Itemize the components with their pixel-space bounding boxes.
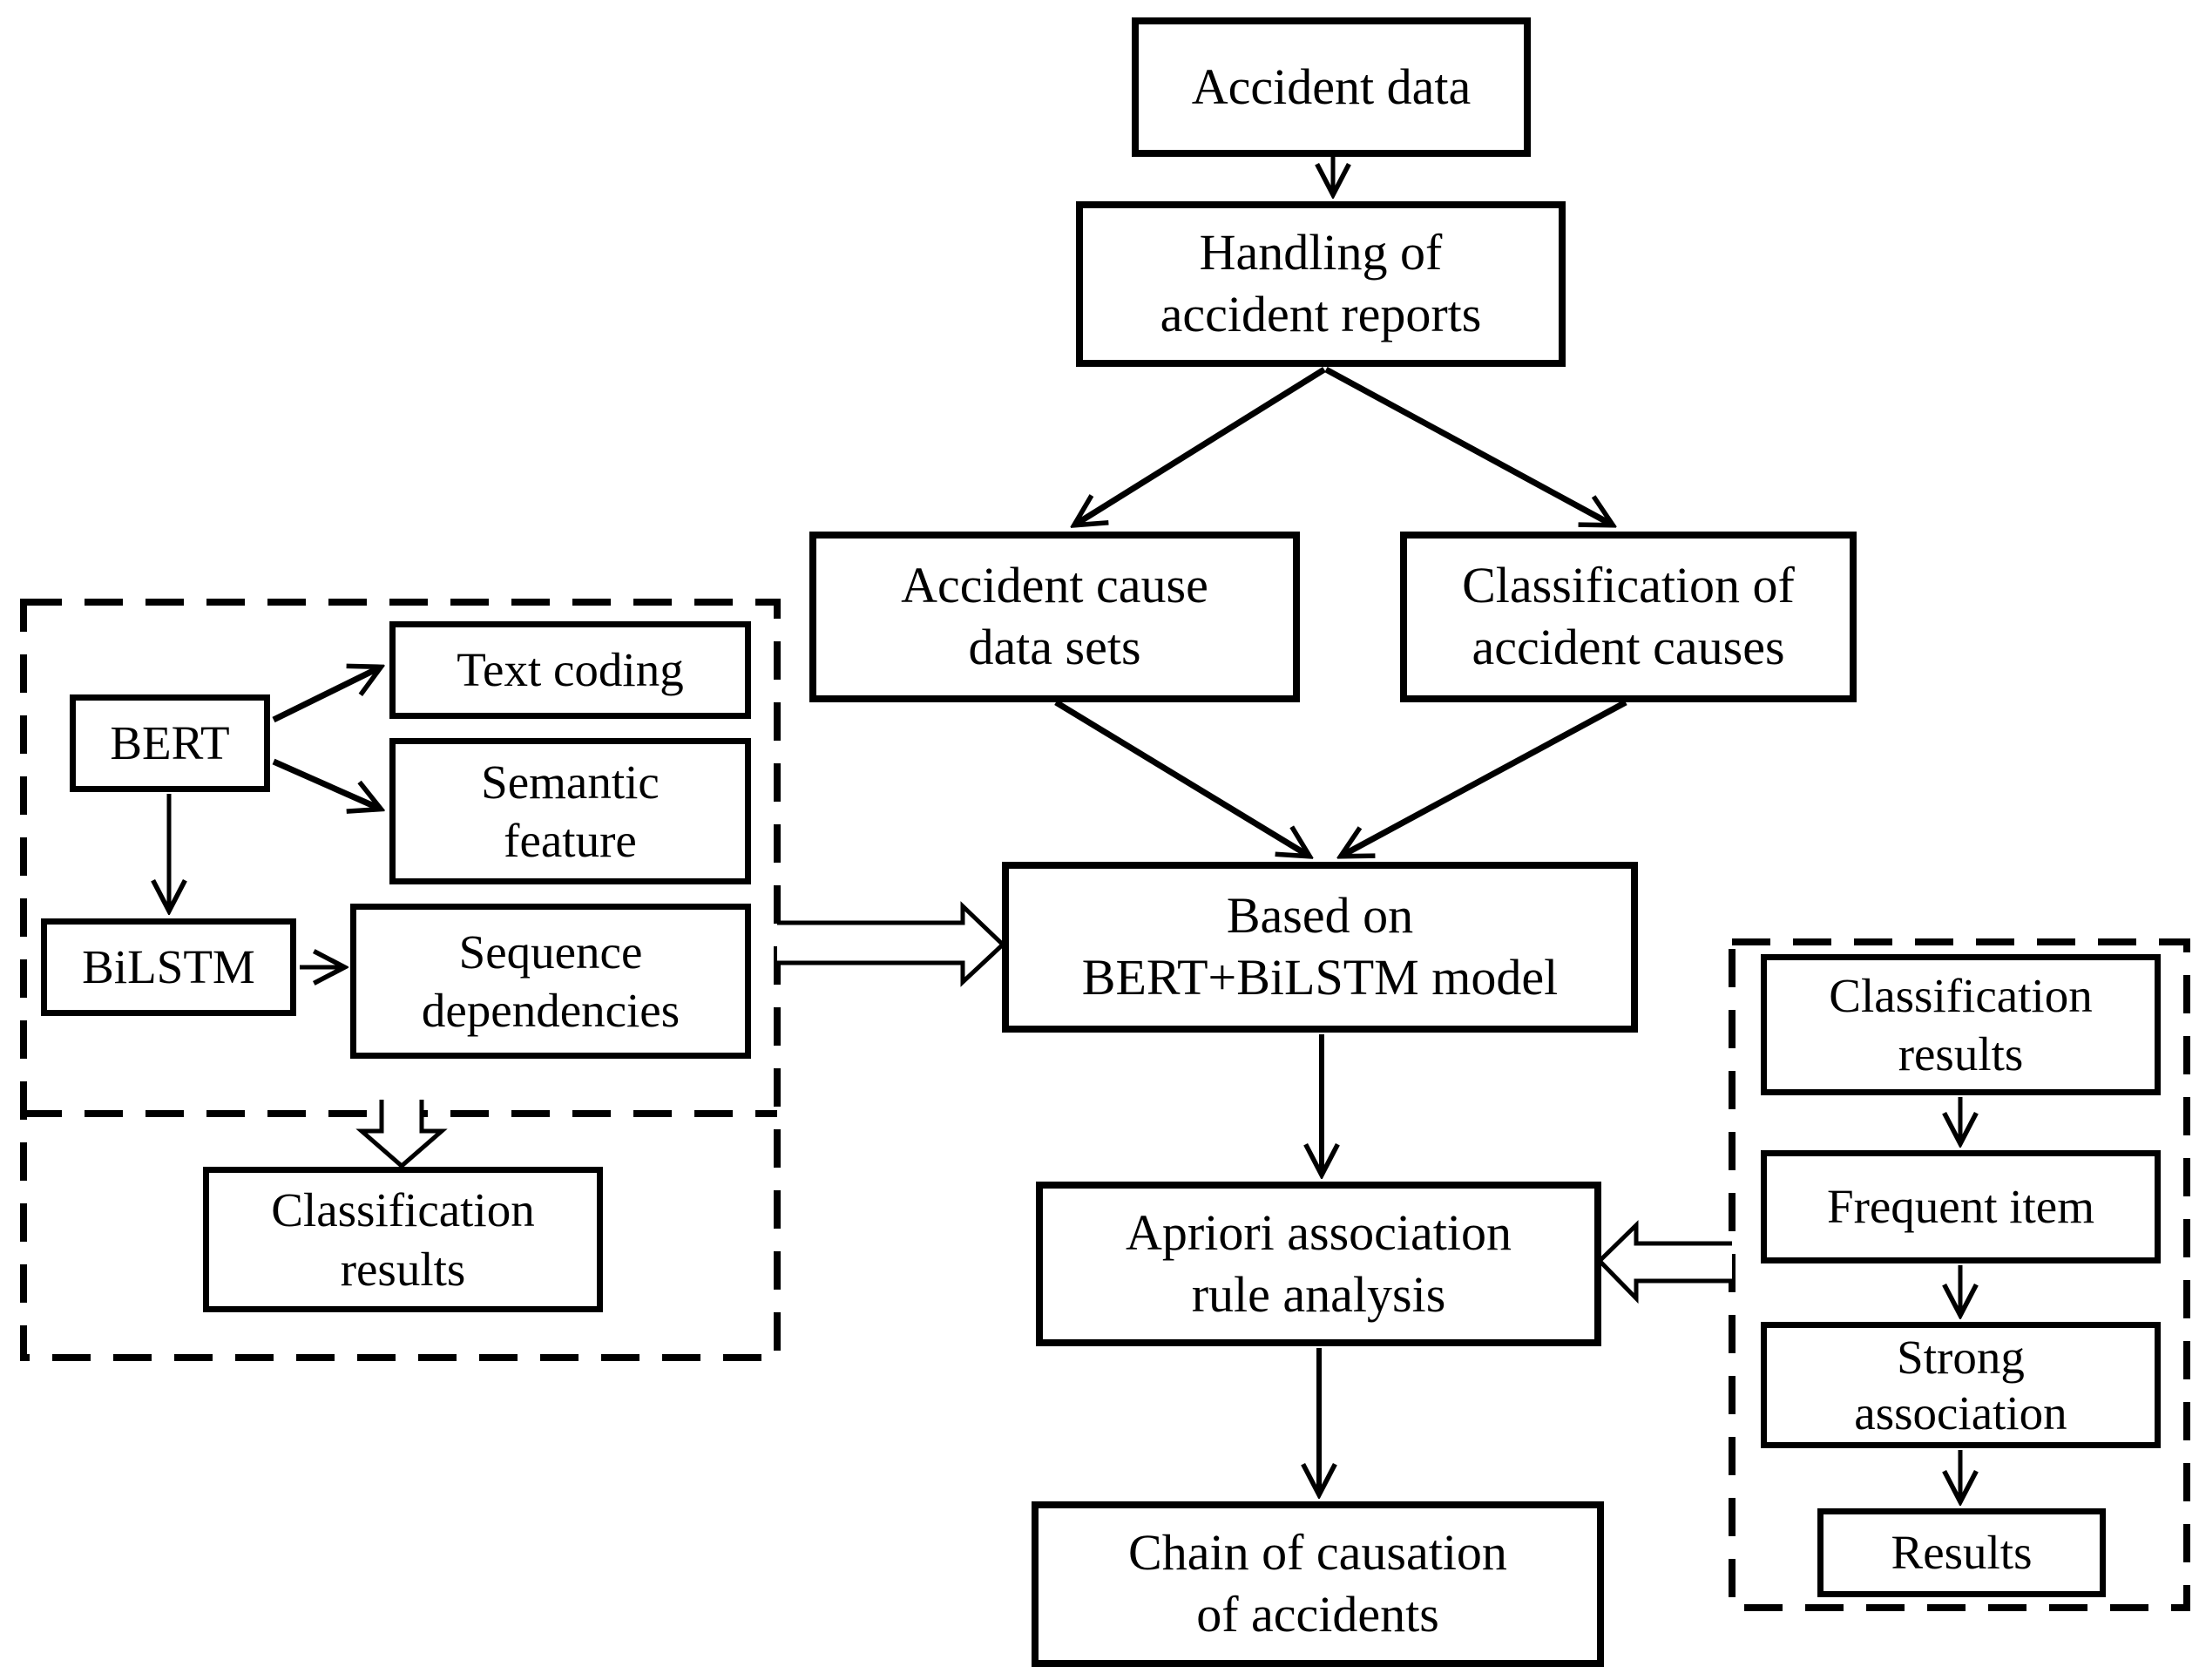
node-text-coding-label: Text coding xyxy=(457,643,684,697)
node-classification-causes-line2: accident causes xyxy=(1472,619,1785,675)
node-apriori-association: Apriori association rule analysis xyxy=(1036,1182,1601,1346)
node-cause-datasets-line2: data sets xyxy=(968,619,1141,675)
node-apriori-line2: rule analysis xyxy=(1191,1265,1446,1323)
arrow-bert-to-semantic-feature xyxy=(272,758,380,809)
node-classification-of-accident-causes: Classification of accident causes xyxy=(1400,532,1857,702)
node-text-coding: Text coding xyxy=(389,621,751,719)
node-strong-association: Strong association xyxy=(1761,1322,2161,1448)
node-bert-bilstm-model: Based on BERT+BiLSTM model xyxy=(1002,862,1638,1033)
node-classification-results-right-line1: Classification xyxy=(1829,968,2093,1022)
node-sequence-dependencies: Sequence dependencies xyxy=(350,904,751,1059)
node-frequent-item-label: Frequent item xyxy=(1826,1180,2094,1234)
node-semantic-feature: Semantic feature xyxy=(389,738,751,884)
node-classification-results-right-line2: results xyxy=(1898,1027,2024,1080)
node-sequence-line2: dependencies xyxy=(421,984,680,1037)
node-apriori-line1: Apriori association xyxy=(1126,1203,1512,1261)
line-handling-to-classification-causes xyxy=(1324,366,1612,525)
node-accident-data-label: Accident data xyxy=(1191,58,1472,115)
hollow-arrow-sequence-to-classification xyxy=(355,1100,448,1169)
node-sequence-line1: Sequence xyxy=(458,925,643,979)
line-handling-to-cause-datasets xyxy=(1075,367,1326,525)
node-chain-of-causation: Chain of causation of accidents xyxy=(1032,1501,1604,1667)
hollow-arrow-right-panel-to-apriori xyxy=(1596,1220,1732,1304)
node-semantic-line1: Semantic xyxy=(481,755,660,809)
node-model-line1: Based on xyxy=(1226,887,1414,945)
node-handling-accident-reports: Handling of accident reports xyxy=(1076,201,1566,367)
node-bert-label: BERT xyxy=(110,716,230,770)
node-strong-association-line2: association xyxy=(1854,1385,2067,1440)
node-strong-association-line1: Strong xyxy=(1897,1331,2025,1385)
node-results-label: Results xyxy=(1891,1526,2033,1580)
node-model-line2: BERT+BiLSTM model xyxy=(1081,949,1559,1006)
node-chain-line2: of accidents xyxy=(1196,1586,1439,1643)
node-classification-results-left-line1: Classification xyxy=(271,1183,535,1237)
node-cause-datasets-line1: Accident cause xyxy=(901,557,1208,614)
arrow-bert-to-text-coding xyxy=(272,667,380,723)
line-classification-causes-to-model xyxy=(1342,699,1627,856)
node-frequent-item: Frequent item xyxy=(1761,1150,2161,1263)
node-results: Results xyxy=(1817,1508,2106,1597)
node-chain-line1: Chain of causation xyxy=(1128,1524,1507,1582)
left-dashed-panel xyxy=(20,599,781,1361)
node-bert: BERT xyxy=(70,694,270,792)
node-classification-results-left-line2: results xyxy=(340,1242,466,1296)
node-bilstm-label: BiLSTM xyxy=(82,940,255,994)
node-classification-results-right: Classification results xyxy=(1761,954,2161,1095)
node-handling-line1: Handling of xyxy=(1199,224,1443,281)
node-accident-cause-data-sets: Accident cause data sets xyxy=(809,532,1300,702)
node-classification-results-left: Classification results xyxy=(203,1167,603,1312)
node-accident-data: Accident data xyxy=(1132,17,1531,157)
node-bilstm: BiLSTM xyxy=(41,918,296,1016)
node-handling-line2: accident reports xyxy=(1160,286,1482,342)
hollow-arrow-left-panel-to-model xyxy=(777,901,1006,987)
node-classification-causes-line1: Classification of xyxy=(1462,557,1795,614)
line-cause-datasets-to-model xyxy=(1054,700,1309,856)
node-semantic-line2: feature xyxy=(504,814,637,867)
